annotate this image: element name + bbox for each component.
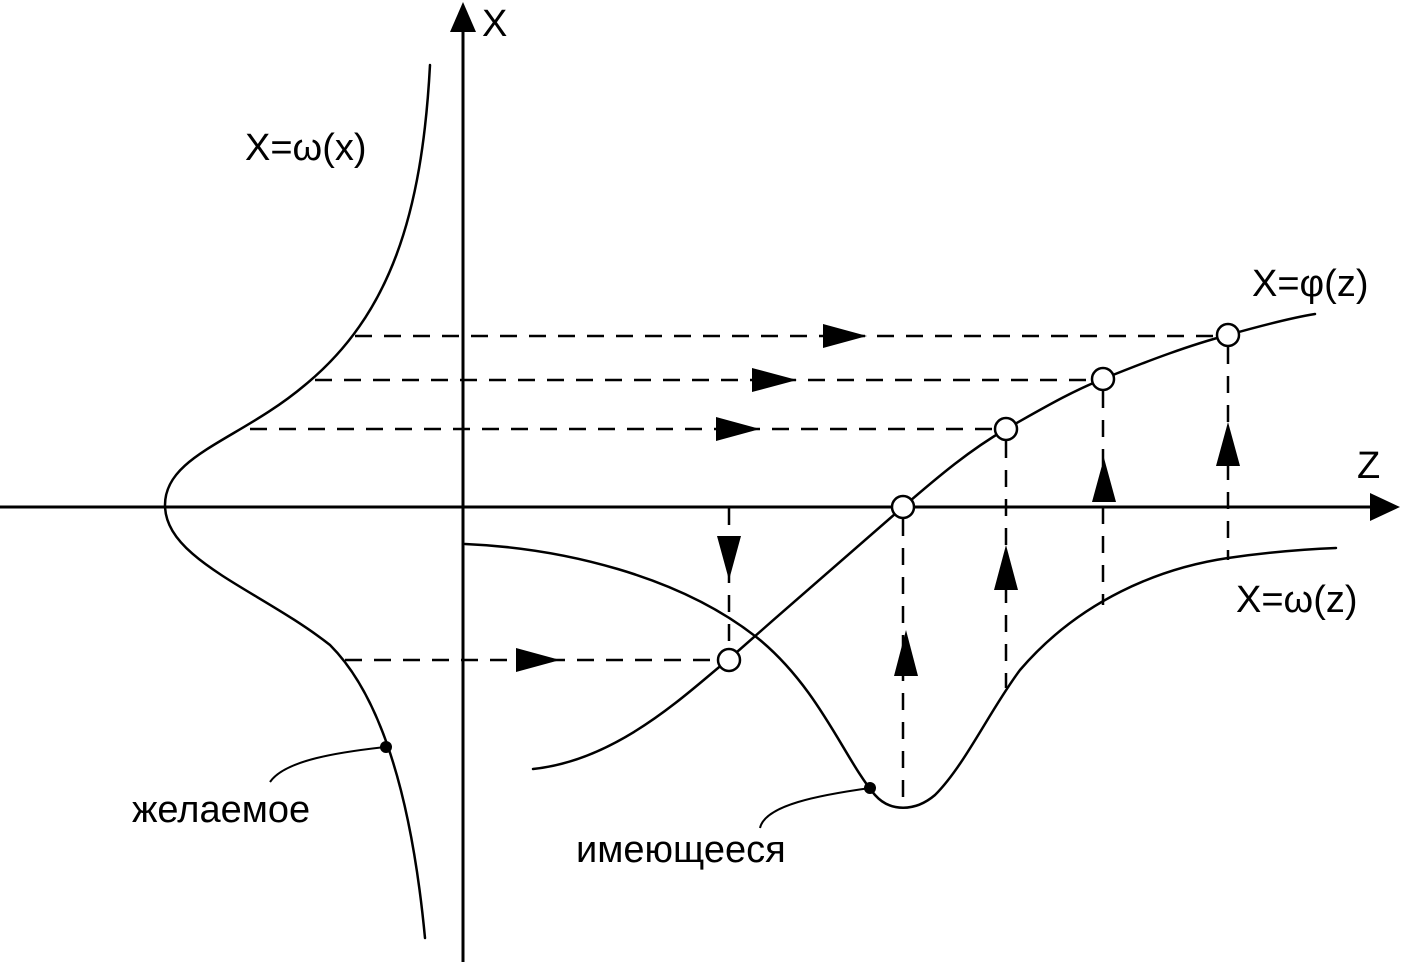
desired-curve bbox=[163, 63, 432, 940]
x-axis-label: X bbox=[482, 3, 507, 45]
actual-annotation: имеющееся bbox=[576, 829, 786, 871]
transform-point-2 bbox=[890, 494, 916, 520]
arrow-down-1 bbox=[717, 536, 741, 580]
transform-point-3 bbox=[993, 416, 1019, 442]
arrow-up-2 bbox=[994, 545, 1018, 590]
actual-curve-label: X=ω(z) bbox=[1236, 579, 1358, 621]
transform-curve bbox=[531, 312, 1317, 771]
arrow-up-3 bbox=[1092, 458, 1116, 502]
transform-point-1 bbox=[716, 647, 742, 673]
arrow-right-3 bbox=[716, 417, 760, 441]
x-axis-arrowhead bbox=[450, 2, 476, 32]
desired-marker-dot bbox=[380, 741, 392, 753]
z-axis-label: Z bbox=[1357, 445, 1380, 487]
desired-annotation: желаемое bbox=[132, 789, 310, 831]
arrow-right-1 bbox=[823, 324, 867, 348]
transform-point-4 bbox=[1090, 366, 1116, 392]
arrow-up-1 bbox=[894, 630, 918, 676]
transform-point-5 bbox=[1215, 322, 1241, 348]
actual-curve bbox=[463, 542, 1338, 809]
desired-curve-label: X=ω(x) bbox=[245, 127, 367, 169]
arrow-up-4 bbox=[1216, 422, 1240, 466]
transform-curve-label: X=φ(z) bbox=[1252, 263, 1369, 305]
arrow-right-2 bbox=[752, 368, 797, 392]
actual-leader-line bbox=[759, 787, 871, 829]
desired-leader-line bbox=[269, 746, 386, 783]
arrow-right-4 bbox=[516, 648, 560, 672]
actual-marker-dot bbox=[864, 782, 876, 794]
z-axis-arrowhead bbox=[1370, 493, 1400, 521]
